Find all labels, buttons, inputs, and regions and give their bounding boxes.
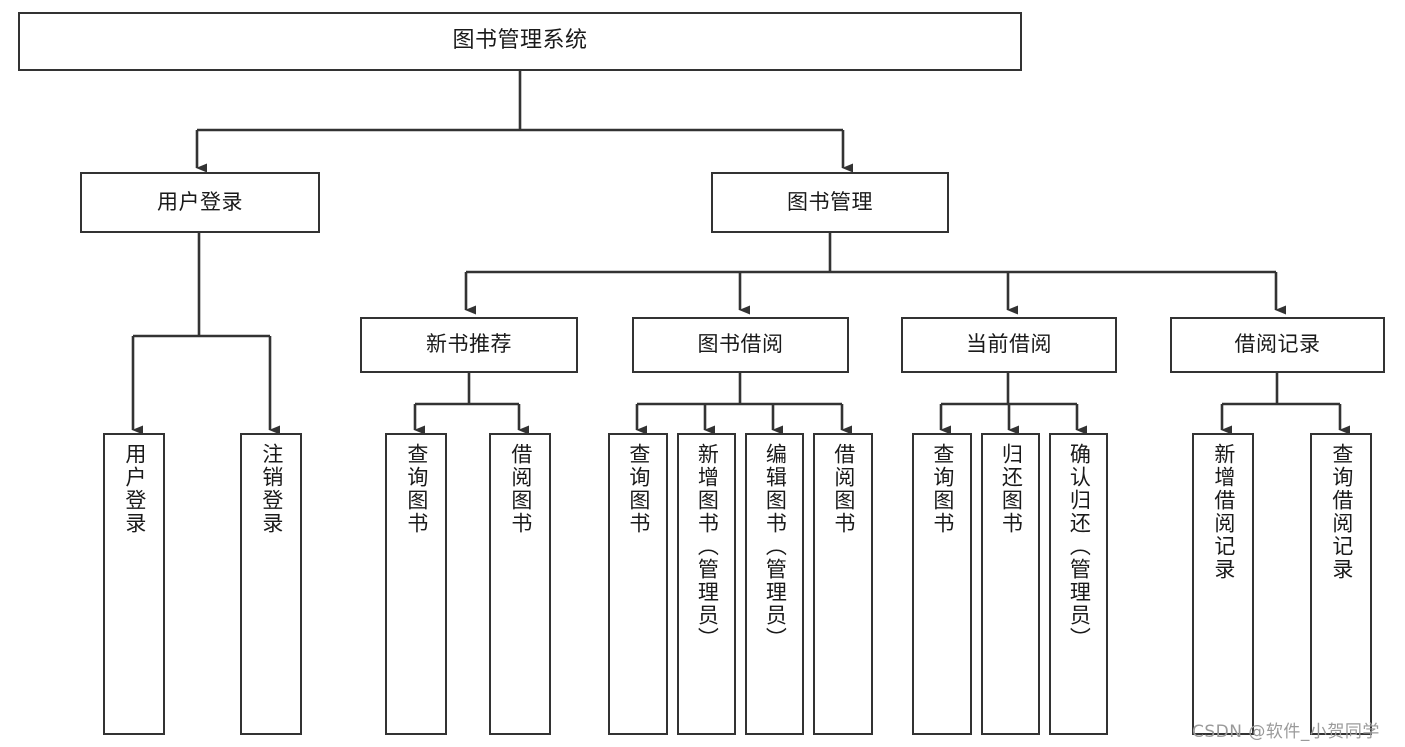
- node-leaf-add-book-label: 新增图书（管理员）: [695, 443, 720, 650]
- node-user-login-label: 用户登录: [157, 189, 243, 214]
- node-current-borrow[interactable]: 当前借阅: [901, 317, 1117, 373]
- node-leaf-query-book-2[interactable]: 查询图书: [608, 433, 668, 735]
- node-leaf-query-book-3-label: 查询图书: [930, 443, 955, 535]
- node-leaf-borrow-book-1[interactable]: 借阅图书: [489, 433, 551, 735]
- csdn-watermark: CSDN @软件_小贺同学: [1192, 722, 1380, 742]
- node-leaf-return-book-label: 归还图书: [999, 443, 1024, 535]
- node-new-book-recommend[interactable]: 新书推荐: [360, 317, 578, 373]
- node-leaf-query-book-2-label: 查询图书: [626, 443, 651, 535]
- node-borrow-record-label: 借阅记录: [1234, 332, 1321, 357]
- node-root[interactable]: 图书管理系统: [18, 12, 1022, 71]
- node-leaf-query-record[interactable]: 查询借阅记录: [1310, 433, 1372, 735]
- node-leaf-query-book-1-label: 查询图书: [404, 443, 429, 535]
- node-leaf-user-login-label: 用户登录: [122, 443, 147, 535]
- node-leaf-confirm-return-label: 确认归还（管理员）: [1067, 443, 1092, 650]
- node-borrow-record[interactable]: 借阅记录: [1170, 317, 1385, 373]
- node-book-manage-label: 图书管理: [787, 189, 873, 214]
- node-leaf-query-book-3[interactable]: 查询图书: [912, 433, 972, 735]
- node-book-borrow[interactable]: 图书借阅: [632, 317, 849, 373]
- node-new-book-recommend-label: 新书推荐: [426, 332, 512, 357]
- node-leaf-edit-book-label: 编辑图书（管理员）: [763, 443, 788, 650]
- node-root-label: 图书管理系统: [452, 28, 588, 54]
- node-leaf-query-record-label: 查询借阅记录: [1329, 443, 1354, 581]
- node-leaf-query-book-1[interactable]: 查询图书: [385, 433, 447, 735]
- node-leaf-add-book[interactable]: 新增图书（管理员）: [677, 433, 736, 735]
- node-book-borrow-label: 图书借阅: [697, 332, 784, 357]
- node-leaf-return-book[interactable]: 归还图书: [981, 433, 1040, 735]
- node-leaf-borrow-book-2-label: 借阅图书: [831, 443, 856, 535]
- node-current-borrow-label: 当前借阅: [966, 332, 1052, 357]
- node-leaf-borrow-book-2[interactable]: 借阅图书: [813, 433, 873, 735]
- node-leaf-add-record-label: 新增借阅记录: [1211, 443, 1236, 581]
- node-book-manage[interactable]: 图书管理: [711, 172, 949, 233]
- node-leaf-edit-book[interactable]: 编辑图书（管理员）: [745, 433, 804, 735]
- node-leaf-logout-label: 注销登录: [259, 443, 284, 535]
- node-leaf-borrow-book-1-label: 借阅图书: [508, 443, 533, 535]
- node-leaf-logout[interactable]: 注销登录: [240, 433, 302, 735]
- node-leaf-user-login[interactable]: 用户登录: [103, 433, 165, 735]
- node-leaf-add-record[interactable]: 新增借阅记录: [1192, 433, 1254, 735]
- node-leaf-confirm-return[interactable]: 确认归还（管理员）: [1049, 433, 1108, 735]
- node-user-login[interactable]: 用户登录: [80, 172, 320, 233]
